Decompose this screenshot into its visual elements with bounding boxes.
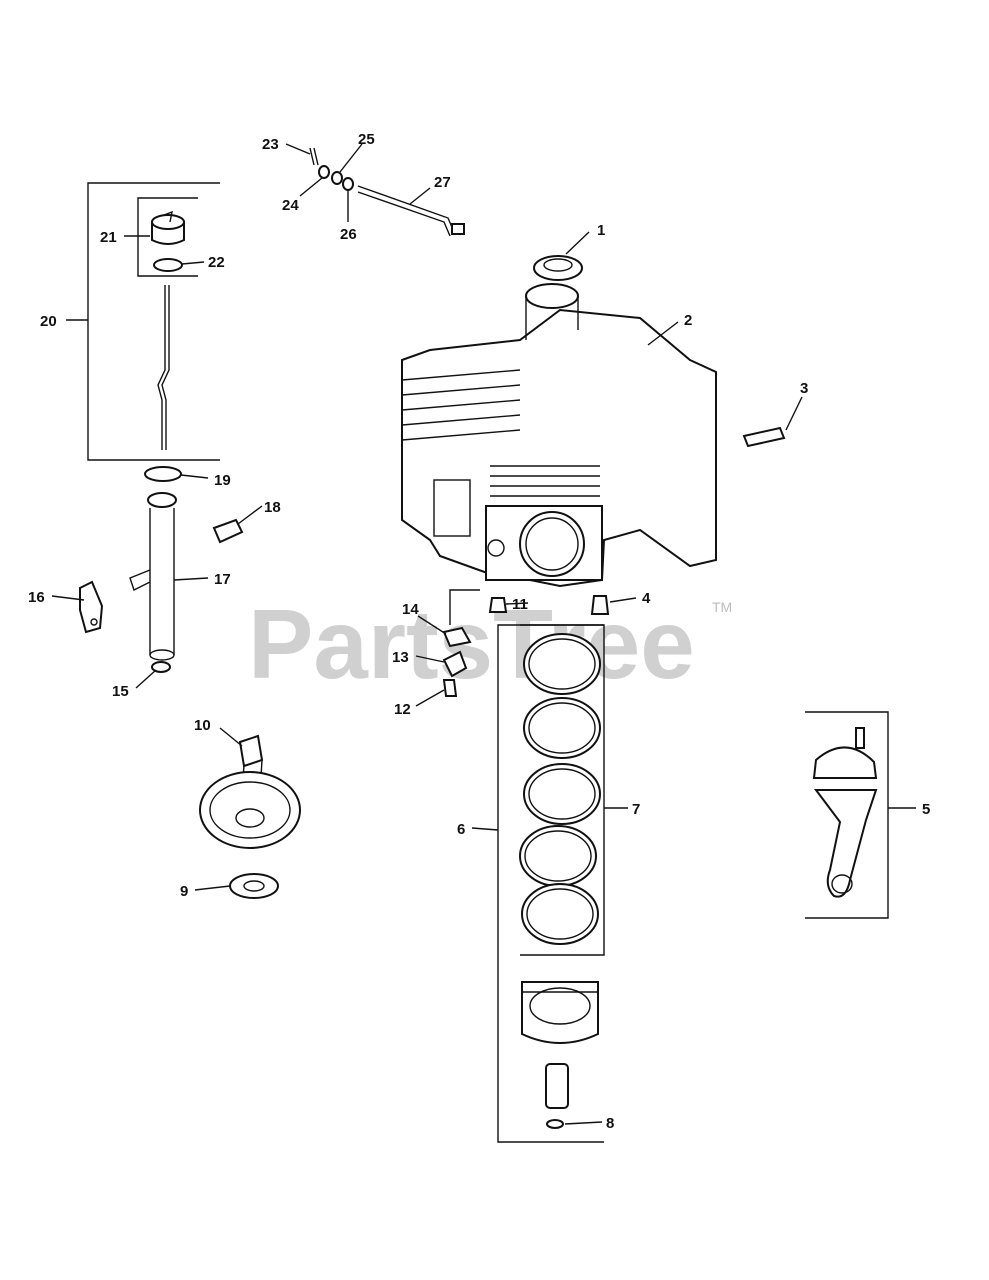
callout-17: 17 xyxy=(214,571,231,588)
part-16-bracket xyxy=(79,580,104,634)
callout-25: 25 xyxy=(358,131,375,148)
part-11-plug xyxy=(488,597,508,613)
callout-10: 10 xyxy=(194,717,211,734)
callout-1: 1 xyxy=(597,222,605,239)
callout-11: 11 xyxy=(512,596,528,613)
part-13-clip xyxy=(442,650,468,678)
part-18-fitting xyxy=(212,518,244,544)
callout-8: 8 xyxy=(606,1115,614,1132)
part-10-camshaft xyxy=(199,734,301,849)
part-24-washer xyxy=(318,165,330,179)
callout-24: 24 xyxy=(282,197,299,214)
callout-21: 21 xyxy=(100,229,117,246)
part-8-retainer xyxy=(546,1119,564,1129)
callout-7: 7 xyxy=(632,801,640,818)
callout-20: 20 xyxy=(40,313,57,330)
callout-13: 13 xyxy=(392,649,409,666)
callout-26: 26 xyxy=(340,226,357,243)
callout-18: 18 xyxy=(264,499,281,516)
bracket-group-7 xyxy=(520,624,605,956)
part-25-washer xyxy=(331,171,343,185)
part-17-dipstick-tube xyxy=(129,492,177,661)
callout-2: 2 xyxy=(684,312,692,329)
watermark-trademark: TM xyxy=(712,599,732,615)
part-12-screw xyxy=(442,679,458,697)
part-4-plug xyxy=(590,595,610,615)
callout-5: 5 xyxy=(922,801,930,818)
callout-3: 3 xyxy=(800,380,808,397)
callout-27: 27 xyxy=(434,174,451,191)
part-19-o-ring xyxy=(144,466,182,482)
callout-6: 6 xyxy=(457,821,465,838)
part-23-cotter-pin xyxy=(309,147,319,166)
watermark-text: PartsTree xyxy=(248,589,695,699)
part-1-oil-seal xyxy=(533,255,583,281)
piston xyxy=(521,981,599,1044)
callout-19: 19 xyxy=(214,472,231,489)
callout-16: 16 xyxy=(28,589,45,606)
dipstick xyxy=(157,285,170,450)
callout-14: 14 xyxy=(402,601,419,618)
part-14-plate xyxy=(442,626,472,648)
part-7-piston-rings xyxy=(519,633,601,945)
bracket-group-21-22 xyxy=(137,197,198,277)
piston-pin xyxy=(545,1063,569,1109)
part-21-oil-fill-cap xyxy=(151,210,185,245)
part-27-governor-rod xyxy=(357,185,465,237)
callout-22: 22 xyxy=(208,254,225,271)
bracket-group-5 xyxy=(805,711,889,919)
callout-15: 15 xyxy=(112,683,129,700)
part-22-o-ring xyxy=(153,258,183,272)
part-26-washer xyxy=(342,177,354,191)
part-2-crankcase xyxy=(401,283,717,588)
callout-23: 23 xyxy=(262,136,279,153)
callout-9: 9 xyxy=(180,883,188,900)
part-5-connecting-rod xyxy=(812,727,878,898)
part-9-thrust-washer xyxy=(229,873,279,899)
bracket-group-14 xyxy=(449,589,480,625)
callout-12: 12 xyxy=(394,701,411,718)
part-15-o-ring xyxy=(151,661,171,673)
part-3-breather-tube xyxy=(742,426,786,448)
callout-4: 4 xyxy=(642,590,651,607)
bracket-group-20 xyxy=(87,182,220,461)
leader-lines xyxy=(51,143,916,1125)
